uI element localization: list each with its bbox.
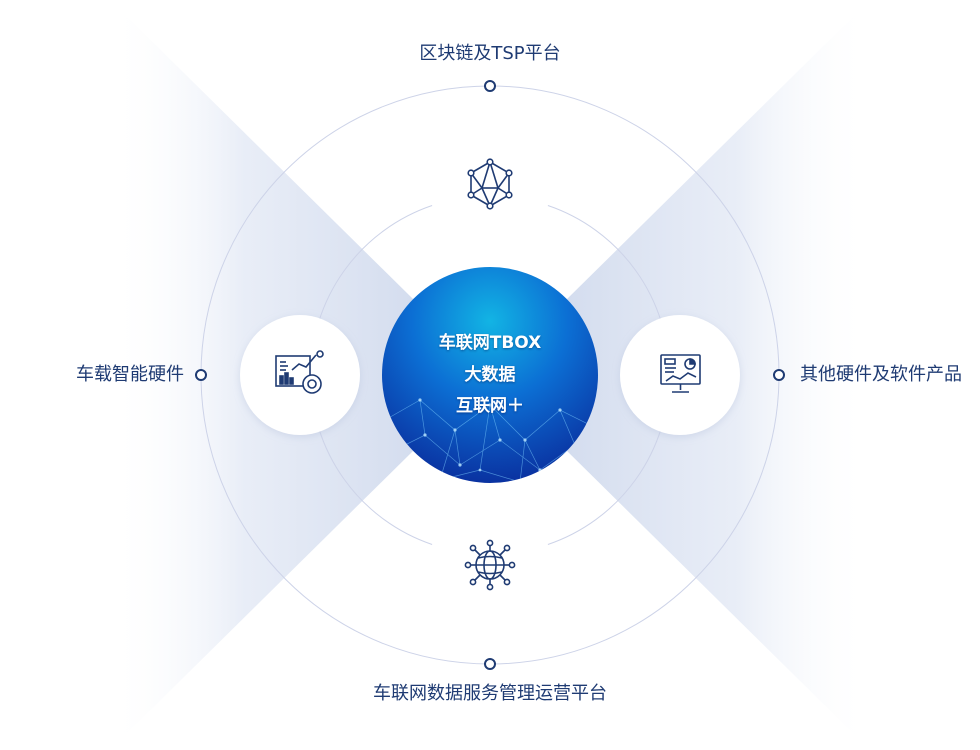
bottom-node-label: 车联网数据服务管理运营平台 <box>373 683 607 704</box>
network-mesh-icon <box>467 158 513 210</box>
top-node-label: 区块链及TSP平台 <box>419 43 561 64</box>
right-node-label: 其他硬件及软件产品 <box>800 364 962 385</box>
center-line-internet-plus: 互联网＋ <box>456 396 524 416</box>
center-circle <box>382 267 598 483</box>
right-node-dot <box>773 369 785 381</box>
center-line-bigdata: 大数据 <box>464 365 516 385</box>
left-node-circle <box>240 315 360 435</box>
monitor-dashboard-icon <box>660 354 701 393</box>
center-line-tbox: 车联网TBOX <box>438 333 542 353</box>
bottom-node-dot <box>484 658 496 670</box>
left-node-dot <box>195 369 207 381</box>
right-node-circle <box>620 315 740 435</box>
top-node-dot <box>484 80 496 92</box>
left-node-label: 车载智能硬件 <box>76 364 184 385</box>
globe-network-icon <box>464 539 516 591</box>
data-chart-icon <box>275 350 324 394</box>
